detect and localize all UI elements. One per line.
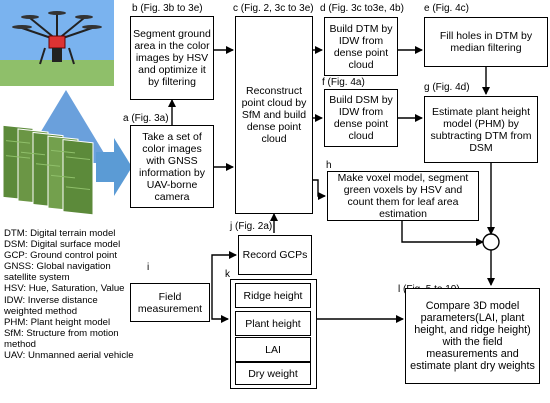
abbrev-sfm: SfM: Structure from motion method	[4, 327, 119, 350]
abbrev-dsm: DSM: Digital surface model	[4, 239, 121, 251]
step-d-text: Build DTM by IDW from dense point cloud	[329, 22, 393, 71]
step-g-text: Estimate plant height model (PHM) by sub…	[430, 105, 532, 154]
abbrev-phm: PHM: Plant height model	[4, 316, 111, 328]
step-f-text: Build DSM by IDW from dense point cloud	[329, 94, 393, 142]
measurement-plant-height: Plant height	[235, 311, 311, 336]
field-image-stack	[2, 124, 94, 216]
step-l-text: Compare 3D model parameters(LAI, plant h…	[410, 300, 535, 372]
arrow-i-to-k	[211, 302, 229, 323]
label-h: h	[326, 160, 332, 171]
step-c-reconstruct-point-cloud: Reconstruct point cloud by SfM and build…	[235, 16, 313, 214]
arrow-h-to-junction	[401, 221, 484, 246]
abbrev-gnss: GNSS: Global navigation satellite system	[4, 261, 111, 284]
abbrev-uav: UAV: Unmanned aerial vehicle	[4, 350, 134, 362]
abbrev-hsv: HSV: Hue, Saturation, Value	[4, 283, 125, 295]
label-i: i	[147, 262, 150, 273]
label-f: f (Fig. 4a)	[322, 77, 365, 88]
junction-circle	[482, 233, 500, 251]
step-j-text: Record GCPs	[242, 249, 308, 261]
measurement-dry-weight: Dry weight	[235, 362, 311, 385]
label-a: a (Fig. 3a)	[123, 113, 169, 124]
drone-icon	[0, 0, 114, 86]
arrow-c-to-h	[313, 179, 326, 200]
step-e-text: Fill holes in DTM by median filtering	[439, 30, 533, 54]
label-d: d (Fig. 3c to3e, 4b)	[320, 3, 404, 14]
abbrev-gcp: GCP: Ground control point	[4, 250, 118, 262]
abbreviation-legend: DTM: Digital terrain model DSM: Digital …	[4, 228, 136, 361]
measurement-ridge-height: Ridge height	[235, 283, 311, 308]
arrow-i-to-j	[211, 251, 237, 302]
label-j: j (Fig. 2a)	[230, 221, 273, 232]
label-b: b (Fig. 3b to 3e)	[132, 3, 203, 14]
step-a-text: Take a set of color images with GNSS inf…	[139, 130, 205, 203]
step-a-capture-images: Take a set of color images with GNSS inf…	[130, 125, 214, 208]
step-f-build-dsm: Build DSM by IDW from dense point cloud	[324, 89, 398, 147]
step-b-text: Segment ground area in the color images …	[133, 28, 211, 88]
abbrev-idw: IDW: Inverse distance weighted method	[4, 294, 98, 317]
step-h-voxel-model: Make voxel model, segment green voxels b…	[327, 171, 479, 221]
step-i-field-measurement: Field measurement	[130, 283, 210, 322]
step-b-segment-ground: Segment ground area in the color images …	[130, 16, 214, 100]
step-c-text: Reconstruct point cloud by SfM and build…	[241, 85, 307, 145]
step-e-fill-holes: Fill holes in DTM by median filtering	[424, 17, 548, 67]
measurement-lai: LAI	[235, 337, 311, 362]
label-e: e (Fig. 4c)	[424, 3, 470, 14]
step-l-compare-parameters: Compare 3D model parameters(LAI, plant h…	[405, 288, 540, 384]
label-k: k	[225, 269, 230, 280]
step-g-estimate-phm: Estimate plant height model (PHM) by sub…	[424, 96, 538, 163]
step-i-text: Field measurement	[137, 290, 203, 315]
step-h-text: Make voxel model, segment green voxels b…	[337, 172, 469, 220]
input-arrow-icon	[96, 138, 132, 196]
label-g: g (Fig. 4d)	[424, 82, 470, 93]
step-d-build-dtm: Build DTM by IDW from dense point cloud	[324, 17, 398, 76]
label-c: c (Fig. 2, 3c to 3e)	[233, 3, 314, 14]
step-j-record-gcps: Record GCPs	[238, 235, 312, 275]
step-k-measurement-table: Ridge height Plant height LAI Dry weight	[230, 279, 317, 389]
abbrev-dtm: DTM: Digital terrain model	[4, 228, 116, 239]
